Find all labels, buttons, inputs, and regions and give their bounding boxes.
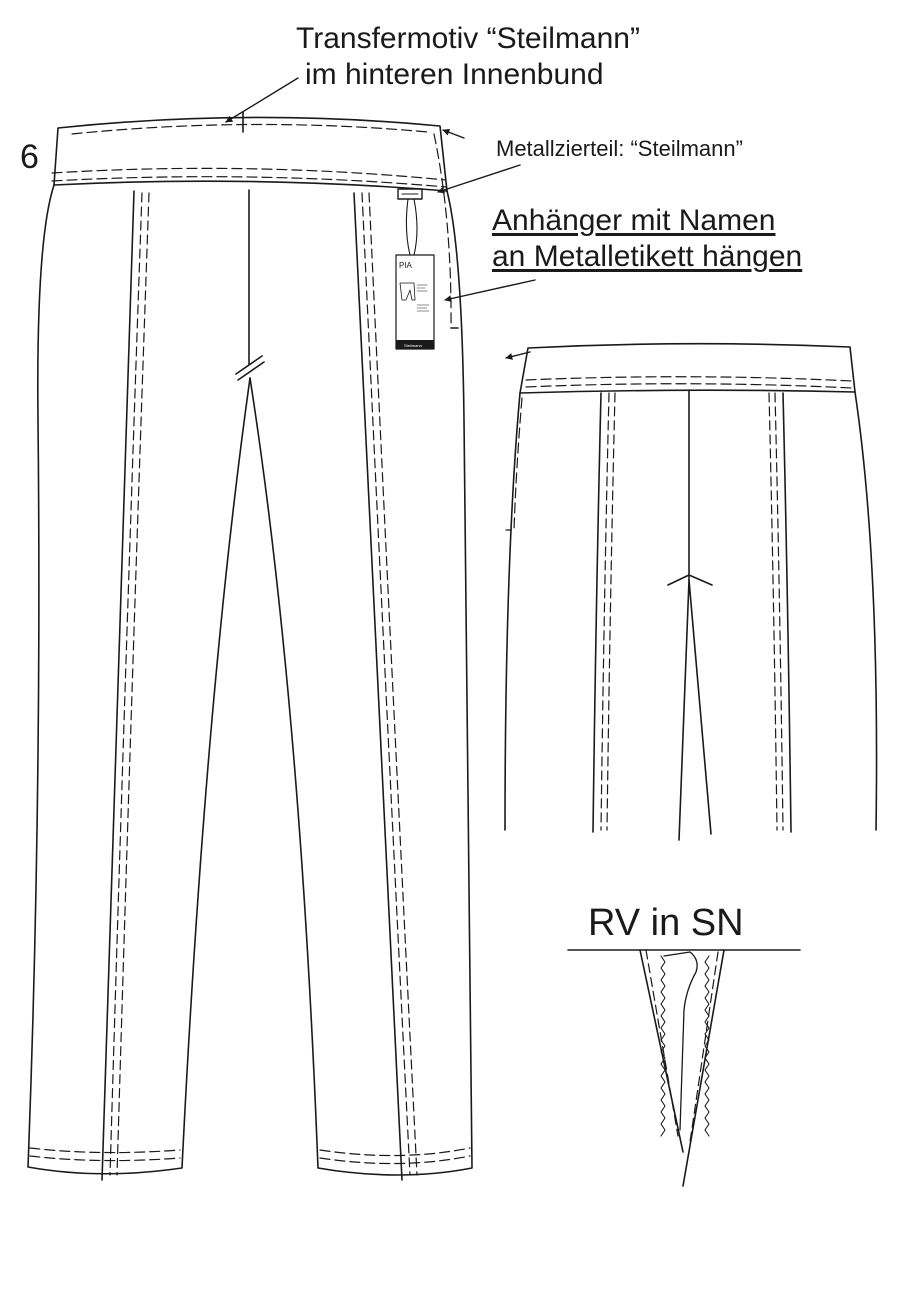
- hangtag-instruction-line1: Anhänger mit Namen: [492, 204, 776, 237]
- hangtag-pants-pictogram: [399, 282, 416, 301]
- back-right-crease-stitch: [768, 392, 784, 831]
- hangtag-footer-text: Steilmann: [404, 343, 422, 348]
- arrow-metal-part: [437, 164, 521, 194]
- zipper-teeth: [660, 955, 710, 1137]
- zipper-right-edge: [682, 949, 725, 1187]
- arrow-transfer-motif: [225, 77, 299, 123]
- arrow-hangtag: [444, 279, 536, 303]
- hangtag-footer-bar: [396, 340, 434, 349]
- back-pocket-stitch: [505, 397, 523, 531]
- arrow-back-waistband: [505, 351, 531, 360]
- front-right-crease-stitch: [361, 192, 418, 1176]
- front-left-crease-stitch: [109, 192, 150, 1176]
- back-trousers-view: [504, 342, 878, 841]
- front-left-leg-outline: [27, 184, 251, 1175]
- figure-number: 6: [20, 138, 39, 176]
- metal-part-label: Metallzierteil: “Steilmann”: [496, 136, 743, 161]
- back-right-outline: [854, 391, 878, 831]
- back-right-crease: [782, 392, 792, 833]
- transfer-motif-label-line2: im hinteren Innenbund: [305, 58, 604, 91]
- back-left-crease: [592, 392, 602, 833]
- metal-label-and-hangtag: [395, 188, 435, 350]
- zipper-puller: [663, 951, 698, 1131]
- zipper-detail: [567, 949, 801, 1187]
- front-right-leg-outline: [249, 190, 473, 1176]
- front-right-hem-stitch: [319, 1147, 471, 1165]
- front-left-hem-stitch: [29, 1147, 181, 1162]
- back-seam-split: [678, 579, 712, 841]
- back-waistband-stitch: [525, 376, 853, 389]
- arrow-waistband-corner: [442, 128, 465, 139]
- front-waistband-stitch: [71, 123, 429, 135]
- zipper-outer-stitch: [645, 949, 719, 1143]
- front-crotch-mark: [235, 355, 265, 381]
- front-side-pocket-stitch: [433, 133, 452, 329]
- front-waistband-top-stitch: [51, 167, 447, 188]
- front-left-crease: [101, 190, 135, 1181]
- transfer-motif-label-line1: Transfermotiv “Steilmann”: [296, 22, 640, 55]
- hangtag-string: [405, 198, 418, 256]
- metal-label: [397, 188, 423, 200]
- zipper-label: RV in SN: [588, 902, 744, 944]
- front-right-crease: [353, 192, 403, 1181]
- hangtag-brand-text: PIA: [399, 261, 413, 270]
- back-left-crease-stitch: [600, 392, 616, 831]
- back-seam-bartack: [667, 574, 713, 586]
- back-left-outline: [504, 392, 521, 831]
- front-trousers-view: [27, 111, 473, 1181]
- hangtag-instruction-line2: an Metalletikett hängen: [492, 240, 803, 273]
